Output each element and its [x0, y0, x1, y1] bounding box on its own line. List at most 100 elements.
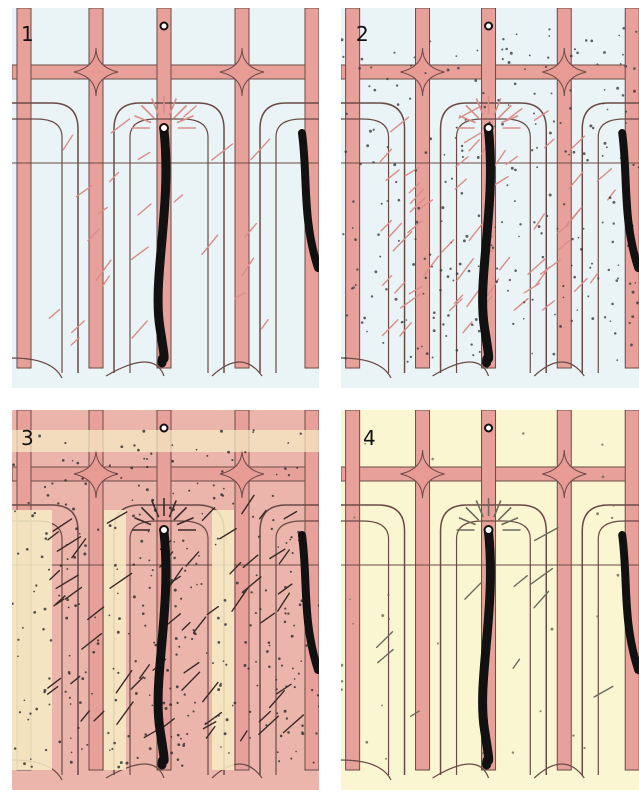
- stipple-dot: [186, 548, 188, 550]
- stipple-dot: [385, 758, 387, 760]
- stipple-dot: [287, 442, 289, 444]
- stipple-dot: [49, 704, 51, 706]
- stipple-dot: [414, 238, 416, 240]
- stipple-dot: [187, 715, 189, 717]
- stipple-dot: [127, 735, 130, 738]
- stipple-dot: [135, 692, 138, 695]
- stipple-dot: [301, 724, 304, 727]
- stipple-dot: [559, 325, 562, 328]
- stipple-dot: [602, 103, 604, 105]
- stipple-dot: [227, 451, 230, 454]
- stipple-dot: [345, 357, 347, 359]
- stipple-dot: [625, 122, 627, 124]
- stipple-dot: [617, 574, 620, 577]
- stipple-dot: [218, 714, 220, 716]
- stipple-dot: [84, 544, 87, 547]
- stipple-dot: [509, 279, 511, 281]
- stipple-dot: [252, 516, 254, 518]
- stipple-dot: [612, 241, 615, 244]
- stipple-dot: [540, 710, 542, 712]
- stipple-dot: [259, 608, 261, 610]
- stipple-dot: [291, 635, 294, 638]
- stipple-dot: [417, 207, 420, 210]
- stipple-dot: [144, 625, 146, 627]
- stipple-dot: [109, 524, 112, 527]
- stipple-dot: [35, 708, 38, 711]
- stipple-dot: [172, 508, 175, 511]
- stipple-dot: [612, 201, 615, 204]
- stipple-dot: [142, 605, 144, 607]
- stipple-dot: [190, 586, 192, 588]
- stipple-dot: [608, 269, 610, 271]
- stipple-dot: [468, 270, 471, 273]
- stipple-dot: [86, 744, 88, 746]
- stipple-dot: [150, 575, 152, 577]
- stipple-dot: [476, 50, 478, 52]
- stipple-dot: [300, 432, 302, 434]
- stipple-dot: [26, 548, 29, 551]
- stipple-dot: [172, 493, 174, 495]
- stipple-dot: [170, 579, 173, 582]
- stipple-dot: [97, 642, 100, 645]
- stipple-dot: [65, 617, 68, 620]
- stipple-dot: [268, 666, 271, 669]
- stipple-dot: [166, 669, 169, 672]
- stipple-dot: [281, 664, 283, 666]
- stipple-dot: [620, 63, 622, 65]
- stipple-dot: [35, 584, 37, 586]
- stipple-dot: [478, 265, 480, 267]
- stipple-dot: [551, 628, 554, 631]
- stipple-dot: [387, 146, 389, 148]
- stipple-dot: [180, 738, 182, 740]
- stipple-dot: [217, 641, 220, 644]
- stipple-dot: [502, 38, 504, 40]
- panel-4-label: 4: [363, 428, 376, 448]
- stipple-dot: [624, 65, 627, 68]
- stipple-dot: [221, 470, 223, 472]
- stipple-dot: [363, 317, 366, 320]
- stipple-dot: [177, 743, 180, 746]
- stipple-dot: [268, 641, 271, 644]
- stipple-dot: [47, 494, 50, 497]
- stipple-dot: [571, 265, 573, 267]
- stipple-dot: [300, 660, 302, 662]
- stipple-dot: [482, 92, 484, 94]
- stipple-dot: [501, 123, 504, 126]
- stipple-dot: [68, 606, 70, 608]
- stipple-dot: [180, 598, 182, 600]
- stipple-dot: [207, 725, 209, 727]
- stipple-dot: [228, 752, 230, 754]
- stipple-dot: [398, 240, 400, 242]
- stipple-dot: [629, 283, 631, 285]
- stipple-dot: [381, 203, 383, 205]
- stipple-dot: [382, 342, 384, 344]
- stipple-dot: [182, 540, 184, 542]
- stipple-dot: [368, 85, 370, 87]
- stipple-dot: [186, 733, 188, 735]
- stipple-dot: [393, 52, 395, 54]
- stipple-dot: [276, 712, 278, 714]
- stipple-dot: [292, 667, 294, 669]
- stipple-dot: [294, 678, 296, 680]
- stipple-dot: [116, 568, 118, 570]
- stipple-dot: [505, 48, 508, 51]
- stipple-dot: [573, 151, 576, 154]
- stipple-dot: [225, 664, 227, 666]
- stipple-dot: [14, 510, 16, 512]
- stipple-dot: [596, 63, 598, 65]
- stipple-dot: [176, 702, 178, 704]
- stipple-dot: [41, 555, 44, 558]
- stipple-dot: [366, 144, 369, 147]
- stipple-dot: [622, 27, 625, 30]
- stipple-dot: [256, 685, 258, 687]
- stipple-dot: [630, 343, 633, 346]
- stipple-dot: [441, 206, 444, 209]
- stipple-dot: [570, 55, 573, 58]
- stipple-dot: [415, 221, 418, 224]
- stipple-dot: [255, 612, 257, 614]
- stipple-dot: [215, 716, 217, 718]
- stipple-dot: [170, 752, 173, 755]
- stipple-dot: [613, 222, 615, 224]
- stipple-dot: [130, 467, 133, 470]
- stipple-dot: [285, 685, 287, 687]
